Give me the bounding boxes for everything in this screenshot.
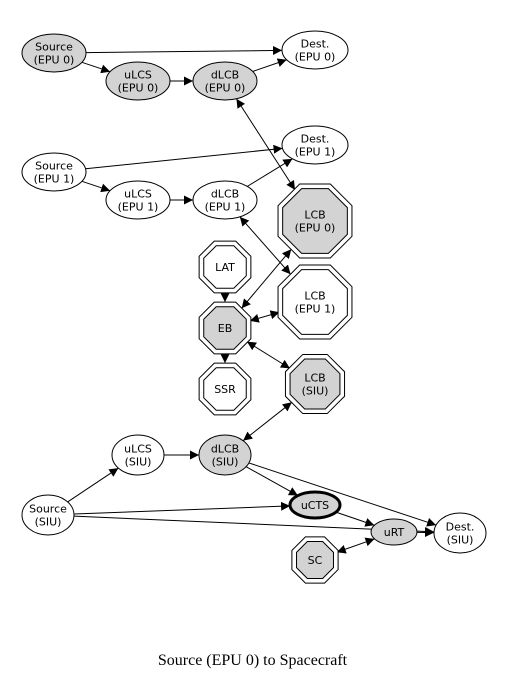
edge-eb-to-lcb_epu0 bbox=[241, 248, 292, 309]
node-shape-sc bbox=[296, 541, 334, 579]
node-dest_epu0: Dest.(EPU 0) bbox=[281, 30, 349, 70]
node-dlcb_epu1: dLCB(EPU 1) bbox=[192, 180, 258, 220]
node-shape-dest_epu0 bbox=[281, 30, 349, 70]
node-dest_siu: Dest.(SIU) bbox=[433, 512, 487, 554]
node-label-ulcs_siu-1: (SIU) bbox=[125, 456, 152, 469]
node-label-dest_siu-0: Dest. bbox=[446, 521, 475, 534]
node-label-dest_epu1-1: (EPU 1) bbox=[295, 146, 336, 159]
node-src_epu0: Source(EPU 0) bbox=[21, 33, 87, 73]
node-label-ssr-0: SSR bbox=[214, 383, 236, 396]
node-label-dlcb_epu1-0: dLCB bbox=[211, 188, 239, 201]
node-shape-urt bbox=[370, 518, 418, 546]
node-label-lcb_epu1-0: LCB bbox=[304, 290, 325, 303]
edge-src_epu1-to-ulcs_epu1 bbox=[81, 180, 111, 193]
node-label-src_epu1-1: (EPU 1) bbox=[34, 173, 75, 186]
node-ulcs_epu1: uLCS(EPU 1) bbox=[105, 180, 171, 220]
node-lcb_epu1: LCB(EPU 1) bbox=[277, 264, 353, 340]
node-ssr: SSR bbox=[198, 362, 252, 416]
node-label-ulcs_epu0-1: (EPU 0) bbox=[118, 82, 159, 95]
node-lcb_siu: LCB(SIU) bbox=[284, 353, 346, 415]
node-label-lcb_siu-0: LCB bbox=[304, 372, 325, 385]
node-shape-dlcb_epu1 bbox=[192, 180, 258, 220]
edge-dlcb_siu-to-dest_siu bbox=[248, 462, 437, 527]
node-label-lcb_epu0-0: LCB bbox=[304, 209, 325, 222]
edge-dlcb_epu1-to-dest_epu1 bbox=[247, 158, 293, 187]
node-shape-dest_epu1 bbox=[281, 125, 349, 165]
node-label-src_epu0-1: (EPU 0) bbox=[34, 54, 75, 67]
edge-src_epu0-to-ulcs_epu0 bbox=[81, 61, 111, 74]
node-shape-dlcb_epu0 bbox=[192, 61, 258, 101]
node-label-dlcb_epu0-1: (EPU 0) bbox=[205, 82, 246, 95]
node-label-dest_siu-1: (SIU) bbox=[447, 534, 474, 547]
node-label-ulcs_epu1-1: (EPU 1) bbox=[118, 201, 159, 214]
node-label-sc-0: SC bbox=[308, 554, 323, 567]
node-label-src_siu-1: (SIU) bbox=[35, 516, 62, 529]
edge-src_siu-to-ulcs_siu bbox=[67, 467, 119, 503]
node-shape-ulcs_epu0 bbox=[105, 61, 171, 101]
node-label-dlcb_epu1-1: (EPU 1) bbox=[205, 201, 246, 214]
node-dest_epu1: Dest.(EPU 1) bbox=[281, 125, 349, 165]
node-lat: LAT bbox=[198, 240, 252, 294]
node-label-dest_epu0-1: (EPU 0) bbox=[295, 51, 336, 64]
node-label-ucts-0: uCTS bbox=[301, 499, 329, 512]
node-lcb_epu0: LCB(EPU 0) bbox=[277, 183, 353, 259]
node-label-dest_epu0-0: Dest. bbox=[301, 38, 330, 51]
node-ucts: uCTS bbox=[288, 490, 342, 520]
node-shape-dlcb_siu bbox=[198, 434, 252, 476]
edge-ucts-to-urt bbox=[335, 511, 375, 527]
diagram-caption: Source (EPU 0) to Spacecraft bbox=[157, 652, 348, 669]
edge-dlcb_siu-to-lcb_siu bbox=[242, 401, 293, 442]
node-shape-lat bbox=[203, 245, 247, 289]
node-sc: SC bbox=[291, 536, 339, 584]
node-shape-lcb_epu0 bbox=[282, 188, 348, 254]
node-label-lcb_epu1-1: (EPU 1) bbox=[295, 303, 336, 316]
node-shape-src_epu0 bbox=[21, 33, 87, 73]
node-dlcb_epu0: dLCB(EPU 0) bbox=[192, 61, 258, 101]
edge-dlcb_siu-to-ucts bbox=[245, 466, 299, 496]
node-label-dest_epu1-0: Dest. bbox=[301, 133, 330, 146]
node-label-src_epu0-0: Source bbox=[35, 41, 73, 54]
edge-src_epu0-to-dest_epu0 bbox=[85, 45, 283, 55]
edge-dlcb_epu0-to-lcb_epu0 bbox=[235, 98, 296, 191]
node-shape-dest_siu bbox=[433, 512, 487, 554]
node-src_epu1: Source(EPU 1) bbox=[21, 152, 87, 192]
edge-sc-to-urt bbox=[336, 537, 375, 554]
node-shape-src_siu bbox=[21, 494, 75, 536]
node-shape-ulcs_siu bbox=[111, 434, 165, 476]
node-src_siu: Source(SIU) bbox=[21, 494, 75, 536]
edge-src_epu1-to-dest_epu1 bbox=[85, 144, 283, 170]
node-label-dlcb_siu-0: dLCB bbox=[211, 443, 239, 456]
node-shape-ucts bbox=[288, 490, 342, 520]
network-diagram: Source(EPU 0)Dest.(EPU 0)uLCS(EPU 0)dLCB… bbox=[21, 30, 487, 584]
node-ulcs_siu: uLCS(SIU) bbox=[111, 434, 165, 476]
edges-layer bbox=[67, 45, 437, 554]
node-shape-ulcs_epu1 bbox=[105, 180, 171, 220]
node-label-dlcb_siu-1: (SIU) bbox=[212, 456, 239, 469]
node-label-dlcb_epu0-0: dLCB bbox=[211, 69, 239, 82]
node-label-lcb_epu0-1: (EPU 0) bbox=[295, 222, 336, 235]
node-dlcb_siu: dLCB(SIU) bbox=[198, 434, 252, 476]
node-shape-ssr bbox=[203, 367, 247, 411]
edge-dlcb_epu0-to-dest_epu0 bbox=[252, 58, 287, 72]
node-label-ulcs_epu1-0: uLCS bbox=[124, 188, 152, 201]
node-label-eb-0: EB bbox=[218, 322, 233, 335]
node-label-src_epu1-0: Source bbox=[35, 160, 73, 173]
edge-eb-to-lcb_siu bbox=[246, 341, 291, 369]
node-label-ulcs_epu0-0: uLCS bbox=[124, 69, 152, 82]
node-shape-lcb_siu bbox=[289, 358, 341, 410]
edge-src_siu-to-ucts bbox=[73, 501, 291, 515]
node-label-ulcs_siu-0: uLCS bbox=[124, 443, 152, 456]
node-shape-eb bbox=[203, 306, 247, 350]
node-label-lat-0: LAT bbox=[215, 261, 235, 274]
node-label-src_siu-0: Source bbox=[29, 503, 67, 516]
nodes-layer: Source(EPU 0)Dest.(EPU 0)uLCS(EPU 0)dLCB… bbox=[21, 30, 487, 584]
node-ulcs_epu0: uLCS(EPU 0) bbox=[105, 61, 171, 101]
edge-eb-to-lcb_epu1 bbox=[249, 310, 280, 323]
node-urt: uRT bbox=[370, 518, 418, 546]
node-eb: EB bbox=[198, 301, 252, 355]
node-shape-src_epu1 bbox=[21, 152, 87, 192]
node-label-lcb_siu-1: (SIU) bbox=[302, 385, 329, 398]
node-label-urt-0: uRT bbox=[384, 526, 405, 539]
node-shape-lcb_epu1 bbox=[282, 269, 348, 335]
